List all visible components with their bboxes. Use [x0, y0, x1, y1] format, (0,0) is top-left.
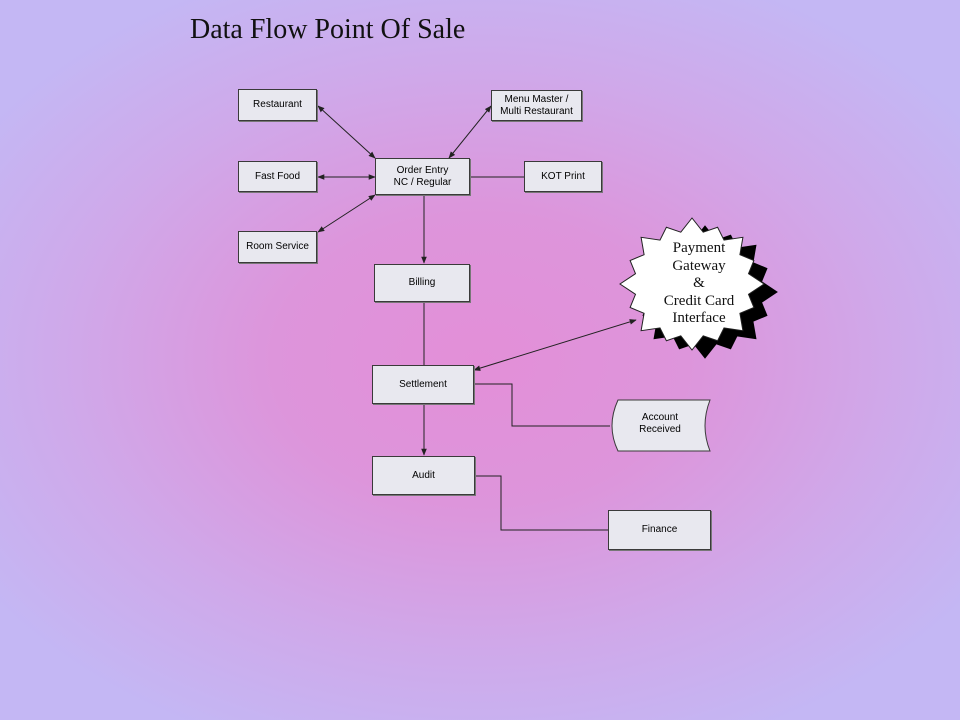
node-kot-print-label: KOT Print	[541, 170, 585, 182]
node-billing-label: Billing	[408, 277, 436, 288]
node-finance-label: Finance	[641, 524, 678, 535]
node-settlement-label: Settlement	[399, 378, 447, 390]
node-restaurant: Restaurant	[238, 89, 317, 121]
node-account-received-label: Account Received	[639, 412, 681, 435]
node-order-entry-label: Order Entry NC / Regular	[393, 164, 452, 188]
node-audit-label: Audit	[412, 469, 435, 481]
node-fast-food: Fast Food	[238, 161, 317, 192]
node-fast-food-label: Fast Food	[254, 170, 301, 182]
line-settlement-account-received	[474, 383, 610, 427]
node-payment-gateway-label: Payment Gateway & Credit Card Interface	[663, 240, 735, 326]
node-order-entry: Order Entry NC / Regular	[375, 158, 470, 195]
node-finance: Finance	[608, 510, 711, 550]
payment-burst-shape	[619, 217, 765, 351]
node-menu-master: Menu Master / Multi Restaurant	[491, 90, 582, 121]
arrow-room-service-order-entry	[317, 194, 376, 233]
node-billing: Billing	[374, 264, 470, 302]
line-audit-finance	[475, 475, 608, 531]
node-kot-print: KOT Print	[524, 161, 602, 192]
arrow-restaurant-order-entry	[317, 105, 376, 159]
node-room-service: Room Service	[238, 231, 317, 263]
node-restaurant-label: Restaurant	[253, 99, 302, 110]
account-received-store-shape	[611, 399, 711, 452]
node-room-service-label: Room Service	[246, 241, 309, 252]
arrow-menu-master-order-entry	[448, 105, 492, 159]
node-audit: Audit	[372, 456, 475, 495]
diagram-title: Data Flow Point Of Sale	[190, 14, 466, 45]
node-menu-master-label: Menu Master / Multi Restaurant	[500, 93, 573, 117]
node-settlement: Settlement	[372, 365, 474, 404]
arrow-payment-gateway-settlement	[473, 319, 637, 371]
